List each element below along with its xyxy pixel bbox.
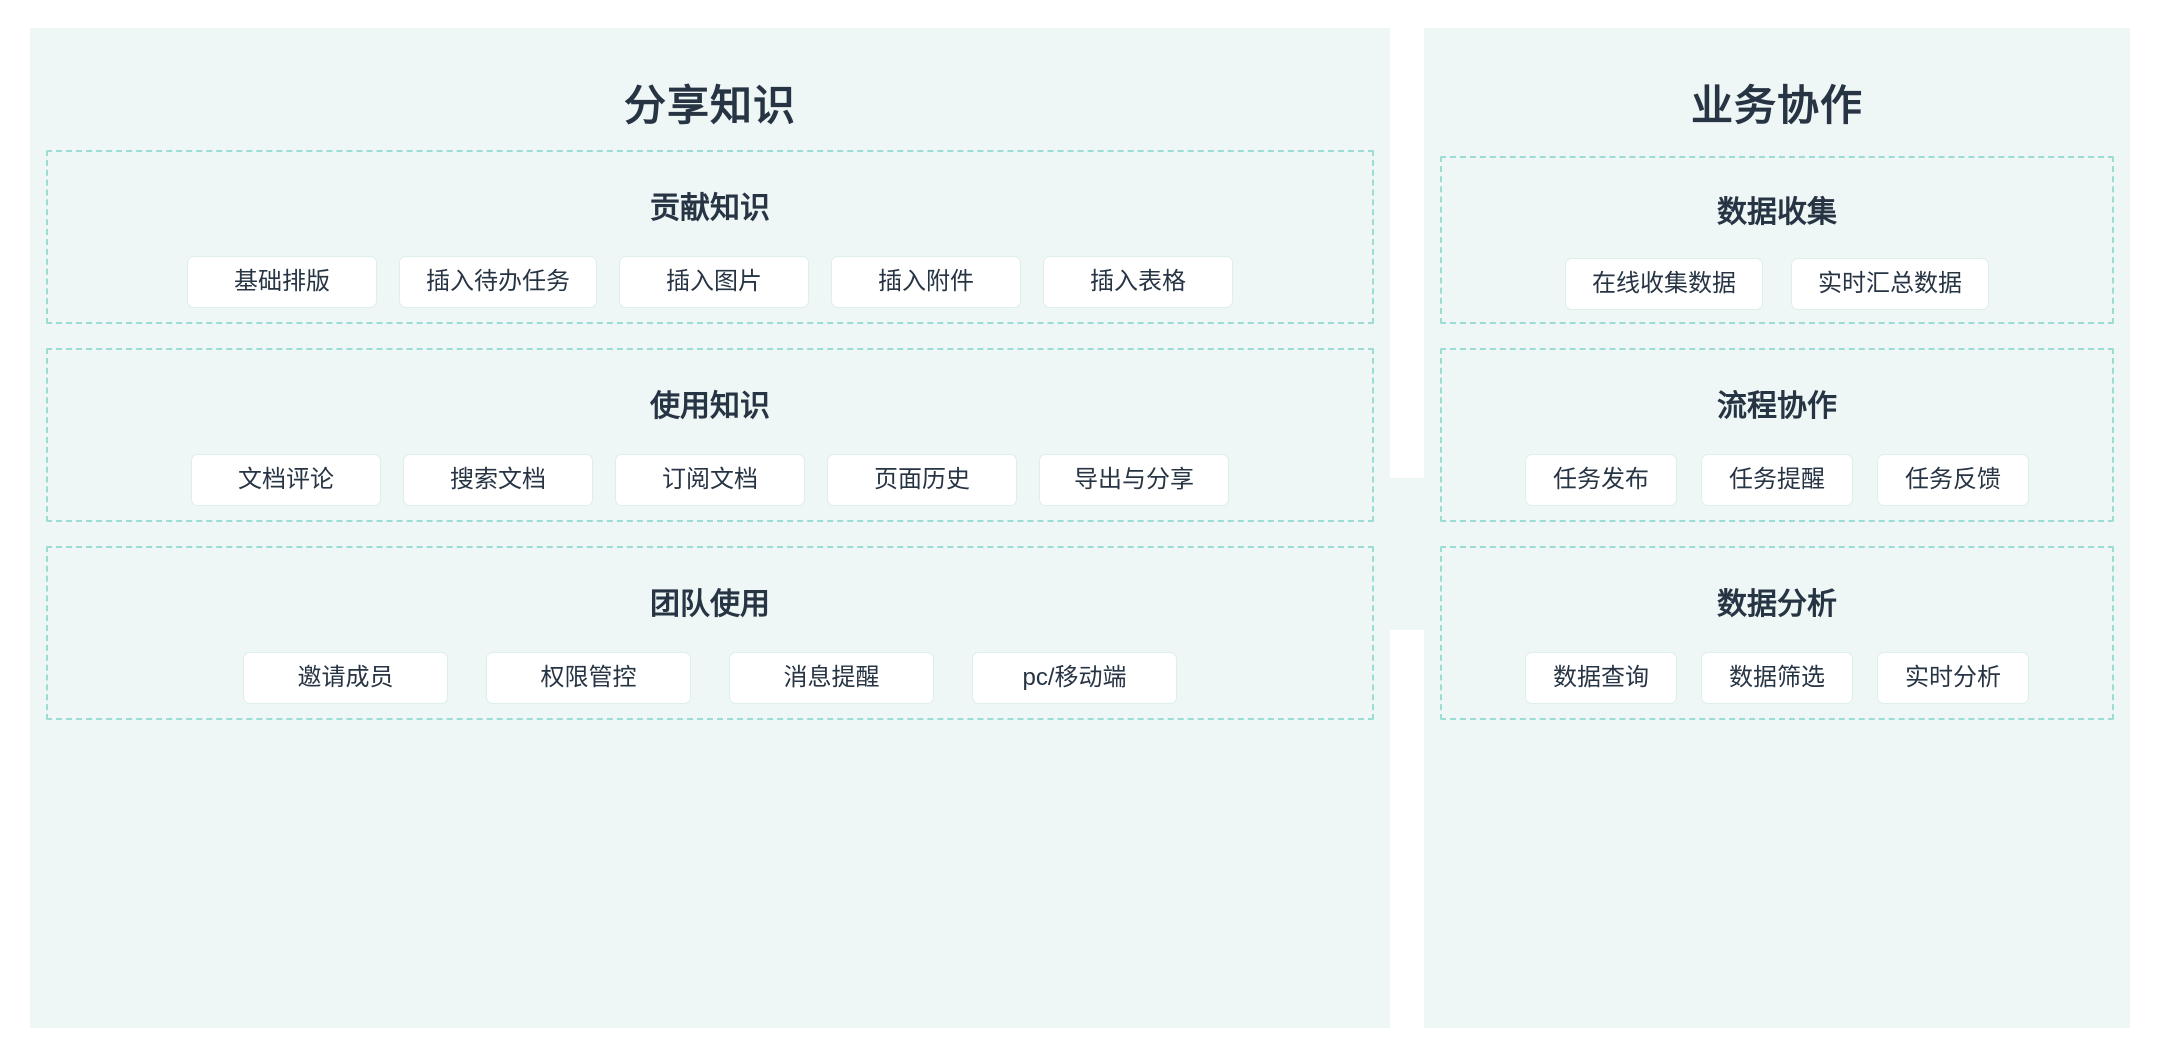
chip-insert-table[interactable]: 插入表格 bbox=[1043, 256, 1233, 308]
group-title-data-analysis: 数据分析 bbox=[1717, 588, 1837, 621]
chip-task-reminder[interactable]: 任务提醒 bbox=[1701, 454, 1853, 506]
panel-business-collaboration: 业务协作 数据收集 在线收集数据 实时汇总数据 流程协作 任务发布 任务提醒 任… bbox=[1424, 28, 2130, 1028]
chip-subscribe-document[interactable]: 订阅文档 bbox=[615, 454, 805, 506]
chip-row-process-collaboration: 任务发布 任务提醒 任务反馈 bbox=[1442, 454, 2112, 506]
chip-data-filter[interactable]: 数据筛选 bbox=[1701, 652, 1853, 704]
chip-basic-typography[interactable]: 基础排版 bbox=[187, 256, 377, 308]
group-data-collection: 数据收集 在线收集数据 实时汇总数据 bbox=[1440, 156, 2114, 324]
panel-left-notch bbox=[1390, 478, 1424, 630]
group-title-data-collection: 数据收集 bbox=[1717, 196, 1837, 229]
chip-insert-attachment[interactable]: 插入附件 bbox=[831, 256, 1021, 308]
chip-invite-members[interactable]: 邀请成员 bbox=[243, 652, 448, 704]
chip-message-reminder[interactable]: 消息提醒 bbox=[729, 652, 934, 704]
chip-realtime-analysis[interactable]: 实时分析 bbox=[1877, 652, 2029, 704]
group-title-use-knowledge: 使用知识 bbox=[650, 390, 770, 423]
chip-row-data-analysis: 数据查询 数据筛选 实时分析 bbox=[1442, 652, 2112, 704]
chip-search-document[interactable]: 搜索文档 bbox=[403, 454, 593, 506]
chip-realtime-data-summary[interactable]: 实时汇总数据 bbox=[1791, 258, 1989, 310]
group-team-usage: 团队使用 邀请成员 权限管控 消息提醒 pc/移动端 bbox=[46, 546, 1374, 720]
group-title-team-usage: 团队使用 bbox=[650, 588, 770, 621]
chip-row-data-collection: 在线收集数据 实时汇总数据 bbox=[1442, 258, 2112, 310]
group-use-knowledge: 使用知识 文档评论 搜索文档 订阅文档 页面历史 导出与分享 bbox=[46, 348, 1374, 522]
group-title-process-collaboration: 流程协作 bbox=[1717, 390, 1837, 423]
panel-title-business-collaboration: 业务协作 bbox=[1690, 82, 1863, 129]
group-contribute-knowledge: 贡献知识 基础排版 插入待办任务 插入图片 插入附件 插入表格 bbox=[46, 150, 1374, 324]
chip-online-data-collection[interactable]: 在线收集数据 bbox=[1565, 258, 1763, 310]
chip-task-publish[interactable]: 任务发布 bbox=[1525, 454, 1677, 506]
chip-row-contribute-knowledge: 基础排版 插入待办任务 插入图片 插入附件 插入表格 bbox=[48, 256, 1372, 308]
chip-row-team-usage: 邀请成员 权限管控 消息提醒 pc/移动端 bbox=[48, 652, 1372, 704]
chip-insert-image[interactable]: 插入图片 bbox=[619, 256, 809, 308]
panel-title-share-knowledge: 分享知识 bbox=[623, 82, 796, 129]
chip-task-feedback[interactable]: 任务反馈 bbox=[1877, 454, 2029, 506]
chip-export-and-share[interactable]: 导出与分享 bbox=[1039, 454, 1229, 506]
group-title-contribute-knowledge: 贡献知识 bbox=[650, 192, 770, 225]
chip-page-history[interactable]: 页面历史 bbox=[827, 454, 1017, 506]
group-process-collaboration: 流程协作 任务发布 任务提醒 任务反馈 bbox=[1440, 348, 2114, 522]
chip-data-query[interactable]: 数据查询 bbox=[1525, 652, 1677, 704]
chip-document-comment[interactable]: 文档评论 bbox=[191, 454, 381, 506]
chip-insert-todo-task[interactable]: 插入待办任务 bbox=[399, 256, 597, 308]
chip-pc-mobile[interactable]: pc/移动端 bbox=[972, 652, 1177, 704]
group-data-analysis: 数据分析 数据查询 数据筛选 实时分析 bbox=[1440, 546, 2114, 720]
panel-share-knowledge: 分享知识 贡献知识 基础排版 插入待办任务 插入图片 插入附件 插入表格 使用知… bbox=[30, 28, 1390, 1028]
chip-permission-control[interactable]: 权限管控 bbox=[486, 652, 691, 704]
chip-row-use-knowledge: 文档评论 搜索文档 订阅文档 页面历史 导出与分享 bbox=[48, 454, 1372, 506]
